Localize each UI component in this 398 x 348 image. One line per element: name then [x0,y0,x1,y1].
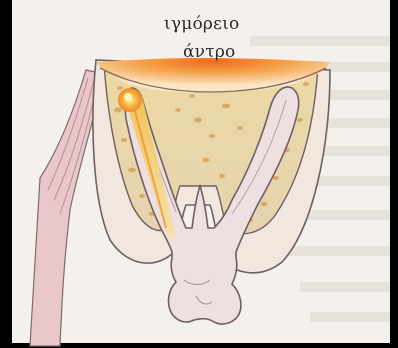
infection-highlight [124,93,132,101]
sinus-label-line1: ιγμόρειο [164,14,239,34]
frame-right-edge [390,0,398,348]
frame-left-edge [0,0,12,348]
sinus-label-line2: άντρο [183,42,235,62]
